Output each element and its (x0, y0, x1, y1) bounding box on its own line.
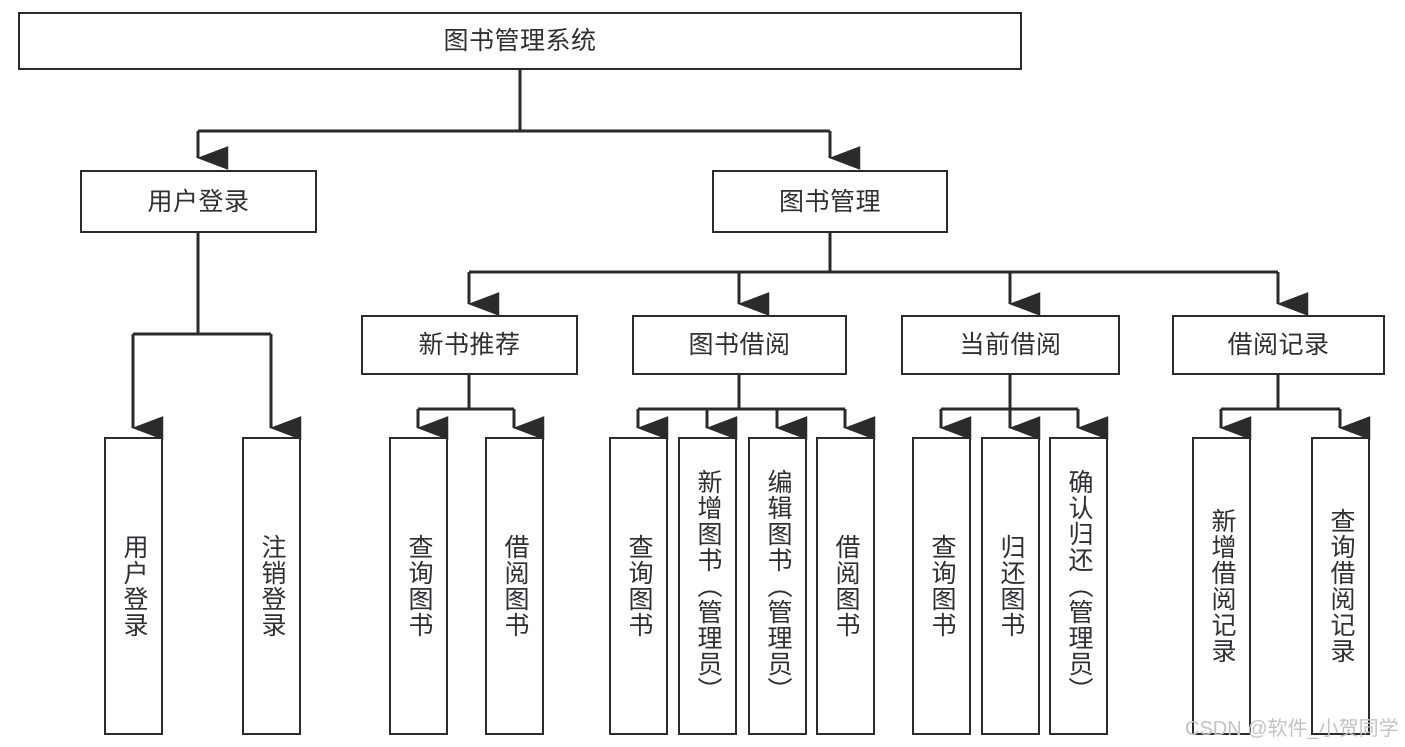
node-current-borrowing[interactable]: 当前借阅 (901, 315, 1120, 375)
node-book-management-label: 图书管理 (778, 187, 881, 216)
leaf-book-borrow-add-label: 新增图书（管理员） (694, 469, 722, 703)
leaf-book-borrow-borrow[interactable]: 借阅图书 (816, 437, 875, 735)
leaf-user-login-signin-label: 用户登录 (120, 534, 148, 638)
leaf-book-borrow-borrow-label: 借阅图书 (832, 534, 860, 638)
leaf-records-query-label: 查询借阅记录 (1327, 508, 1355, 664)
leaf-records-query[interactable]: 查询借阅记录 (1311, 437, 1370, 735)
node-new-book-recommendation[interactable]: 新书推荐 (361, 315, 578, 375)
leaf-book-borrow-query-label: 查询图书 (625, 534, 653, 638)
node-borrow-records-label: 借阅记录 (1227, 331, 1330, 359)
leaf-user-login-signout[interactable]: 注销登录 (242, 437, 301, 735)
node-borrow-records[interactable]: 借阅记录 (1172, 315, 1385, 375)
leaf-new-books-query-label: 查询图书 (405, 534, 433, 638)
csdn-watermark: CSDN @软件_小贺同学 (1185, 718, 1399, 740)
node-book-management[interactable]: 图书管理 (712, 170, 948, 233)
leaf-new-books-query[interactable]: 查询图书 (389, 437, 448, 735)
leaf-current-borrow-query[interactable]: 查询图书 (912, 437, 971, 735)
leaf-records-add-label: 新增借阅记录 (1208, 508, 1236, 664)
leaf-records-add[interactable]: 新增借阅记录 (1192, 437, 1251, 735)
node-book-borrowing-label: 图书借阅 (688, 331, 791, 359)
node-root-label: 图书管理系统 (443, 27, 597, 55)
leaf-book-borrow-add[interactable]: 新增图书（管理员） (678, 437, 737, 735)
leaf-user-login-signout-label: 注销登录 (258, 534, 286, 638)
leaf-current-borrow-return-label: 归还图书 (997, 534, 1025, 638)
node-current-borrowing-label: 当前借阅 (959, 331, 1062, 359)
leaf-book-borrow-edit-label: 编辑图书（管理员） (764, 469, 792, 703)
leaf-current-borrow-confirm-return-label: 确认归还（管理员） (1065, 469, 1093, 703)
leaf-new-books-borrow[interactable]: 借阅图书 (485, 437, 544, 735)
leaf-book-borrow-edit[interactable]: 编辑图书（管理员） (748, 437, 807, 735)
leaf-current-borrow-confirm-return[interactable]: 确认归还（管理员） (1049, 437, 1108, 735)
leaf-current-borrow-return[interactable]: 归还图书 (981, 437, 1040, 735)
leaf-book-borrow-query[interactable]: 查询图书 (609, 437, 668, 735)
node-root[interactable]: 图书管理系统 (18, 12, 1022, 70)
node-user-login-label: 用户登录 (147, 187, 250, 216)
leaf-new-books-borrow-label: 借阅图书 (501, 534, 529, 638)
node-book-borrowing[interactable]: 图书借阅 (632, 315, 847, 375)
node-user-login[interactable]: 用户登录 (80, 170, 317, 233)
node-new-book-recommendation-label: 新书推荐 (418, 331, 521, 359)
leaf-current-borrow-query-label: 查询图书 (928, 534, 956, 638)
leaf-user-login-signin[interactable]: 用户登录 (104, 437, 163, 735)
